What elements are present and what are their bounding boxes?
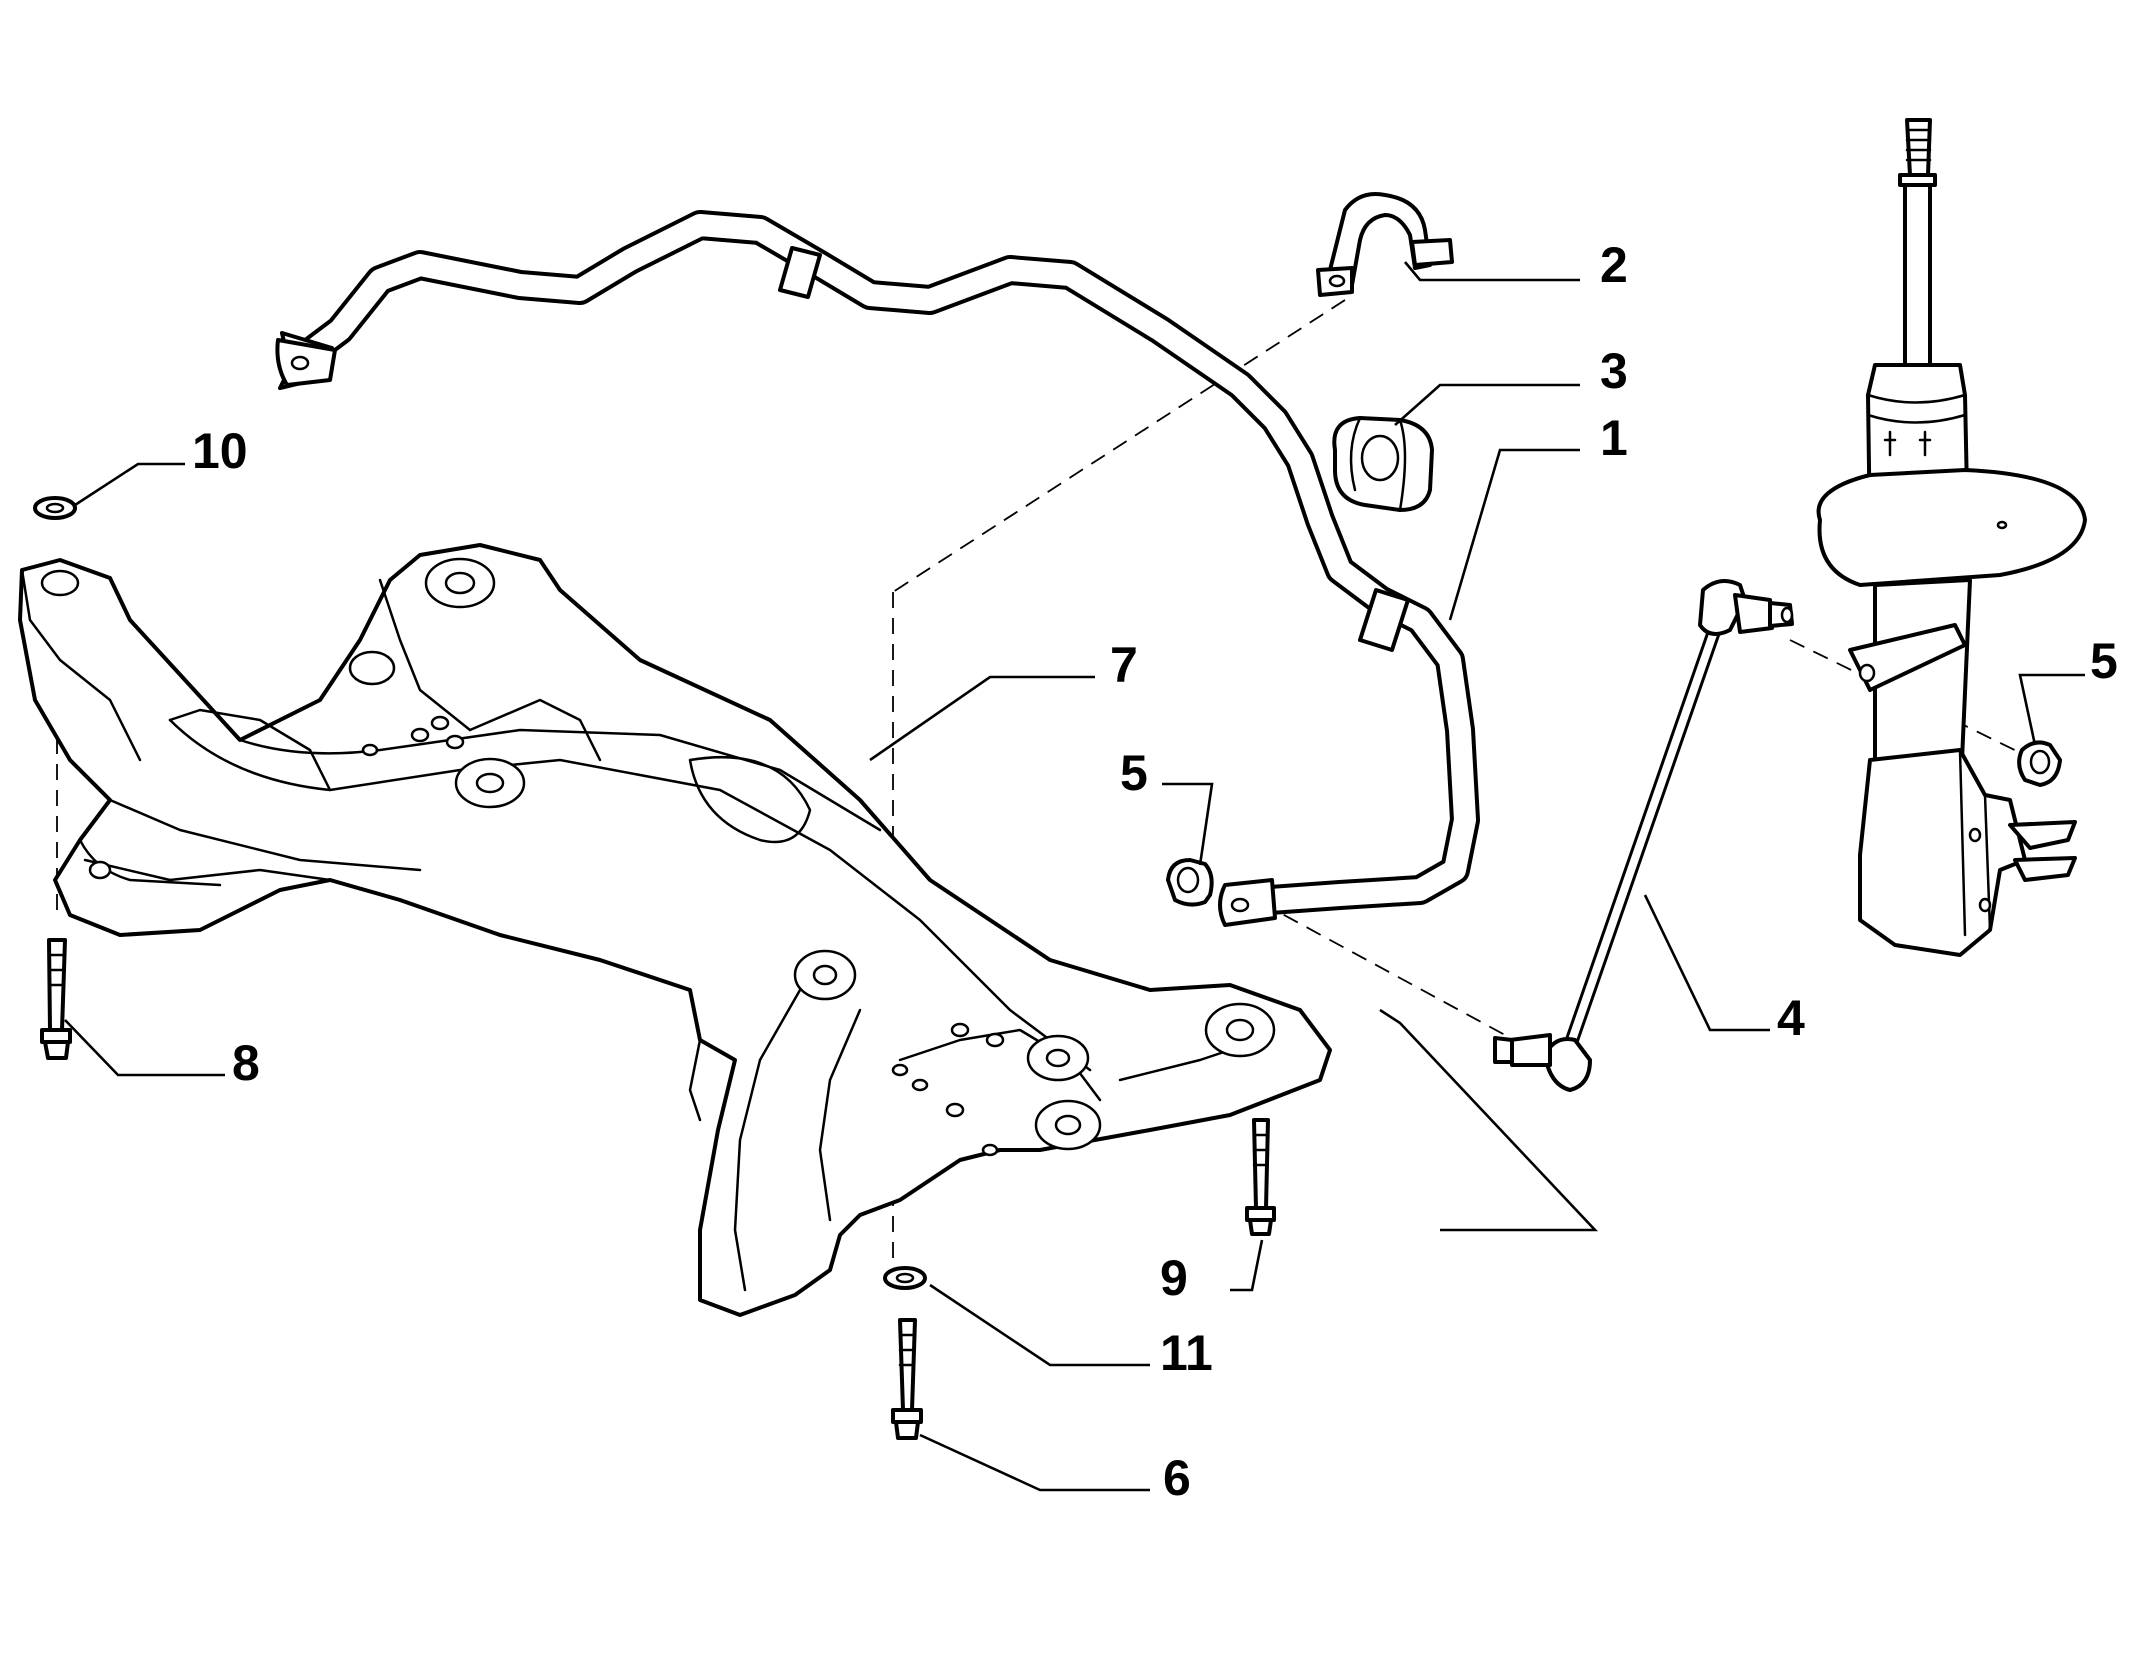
callout-8: 8 bbox=[232, 1035, 260, 1091]
callout-10: 10 bbox=[192, 423, 248, 479]
callout-3: 3 bbox=[1600, 343, 1628, 399]
nut-5-left bbox=[1166, 858, 1214, 907]
washer-10 bbox=[33, 496, 77, 520]
callout-11: 11 bbox=[1160, 1325, 1213, 1381]
callout-7: 7 bbox=[1110, 637, 1138, 693]
nut-5-right bbox=[2017, 740, 2062, 787]
bolt-9 bbox=[1245, 1118, 1276, 1236]
shock-absorber-strut bbox=[1816, 118, 2087, 957]
callout-5-left: 5 bbox=[1120, 745, 1148, 801]
subframe-7 bbox=[18, 543, 1332, 1317]
leader-lines bbox=[64, 261, 2085, 1492]
callout-9: 9 bbox=[1160, 1250, 1188, 1306]
stabilizer-bar-1 bbox=[275, 210, 1480, 927]
bolt-8 bbox=[40, 938, 72, 1060]
bar-bushing-3 bbox=[1332, 416, 1434, 512]
callout-6: 6 bbox=[1163, 1450, 1191, 1506]
callout-5-right: 5 bbox=[2090, 633, 2118, 689]
callout-4: 4 bbox=[1777, 990, 1805, 1046]
callout-labels: 2 3 1 4 5 5 6 7 8 9 10 11 bbox=[192, 237, 2118, 1506]
bar-mounting-bracket-2 bbox=[1316, 192, 1454, 297]
bolt-6 bbox=[891, 1318, 923, 1440]
stabilizer-link-4 bbox=[1493, 579, 1794, 1092]
washer-11 bbox=[883, 1266, 927, 1290]
callout-2: 2 bbox=[1600, 237, 1628, 293]
callout-1: 1 bbox=[1600, 410, 1628, 466]
